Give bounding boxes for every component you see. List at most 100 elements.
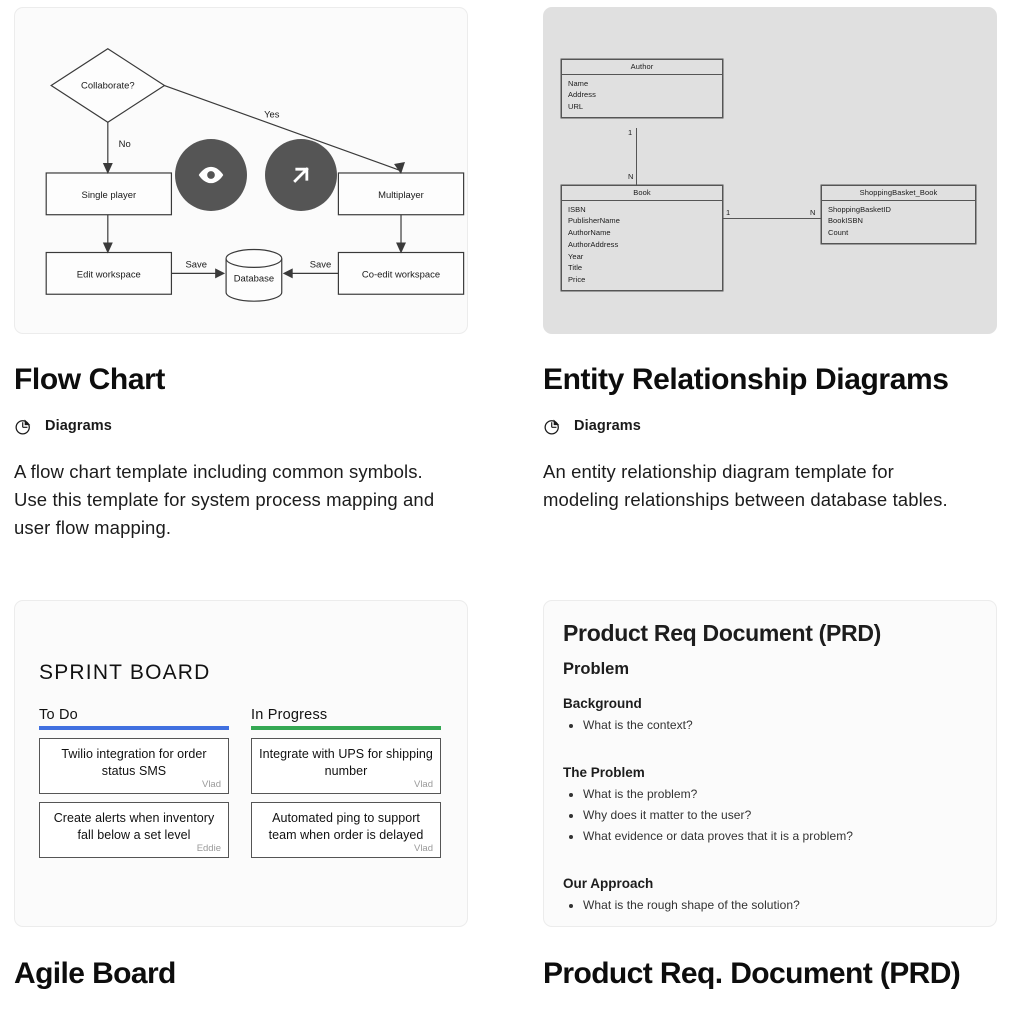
section-heading: Problem [563,660,630,679]
erd-diagram: Author Name Address URL Book ISBN Publis… [544,8,996,333]
card-description: An entity relationship diagram template … [543,460,948,510]
entity-book: Book ISBN PublisherName AuthorName Autho… [561,185,723,292]
svg-text:Database: Database [234,273,274,284]
erd-cardinality: N [810,208,816,217]
entity-field: Title [568,263,583,273]
list-item: Why does it matter to the user? [583,805,974,826]
sprint-task-card[interactable]: Integrate with UPS for shipping number V… [251,737,441,794]
task-text: Twilio integration for order status SMS [61,746,207,779]
sprint-column-inprogress: In Progress Integrate with UPS for shipp… [251,707,441,858]
sprint-board-title: SPRINT BOARD [39,660,211,684]
entity-field: URL [568,102,584,112]
svg-text:Yes: Yes [264,109,280,120]
column-name: In Progress [251,706,328,723]
gallery-row-2: SPRINT BOARD To Do Twilio integration fo… [14,599,997,991]
entity-name: Book [562,186,722,201]
sprint-task-card[interactable]: Create alerts when inventory fall below … [39,801,229,858]
card-tag[interactable]: Diagrams [543,417,997,436]
entity-field: ShoppingBasketID [828,204,891,214]
card-tag-label: Diagrams [574,418,641,434]
erd-connector-horizontal [723,218,821,219]
section-list: What is the rough shape of the solution? [583,895,974,916]
svg-text:Multiplayer: Multiplayer [378,190,424,201]
svg-text:Single player: Single player [82,190,137,201]
card-description: A flow chart template including common s… [14,460,435,538]
gallery-row-1: Collaborate? Single player Multiplayer E… [14,7,997,542]
template-card-agile-board[interactable]: SPRINT BOARD To Do Twilio integration fo… [14,599,468,991]
task-assignee: Vlad [413,842,433,854]
card-tag[interactable]: Diagrams [14,417,468,436]
entity-fields: ShoppingBasketID BookISBN Count [822,201,975,243]
prd-document: Product Req Document (PRD) Problem Backg… [544,601,996,926]
flow-chart-svg: Collaborate? Single player Multiplayer E… [45,48,465,302]
task-assignee: Eddie [196,842,221,854]
erd-preview[interactable]: Author Name Address URL Book ISBN Publis… [543,7,997,334]
svg-text:Collaborate?: Collaborate? [81,81,135,92]
entity-field: BookISBN [828,216,863,226]
column-accent-rule [39,725,229,730]
eye-icon [198,166,224,184]
card-title: Entity Relationship Diagrams [543,363,949,396]
entity-field: Price [568,275,586,285]
task-text: Integrate with UPS for shipping number [259,746,433,779]
entity-field: Count [828,228,849,238]
entity-author: Author Name Address URL [561,59,723,118]
column-name: To Do [39,706,78,723]
card-title: Product Req. Document (PRD) [543,956,961,990]
sprint-task-card[interactable]: Twilio integration for order status SMS … [39,737,229,794]
svg-text:No: No [119,139,131,150]
template-card-prd[interactable]: Product Req Document (PRD) Problem Backg… [543,599,997,991]
card-title: Flow Chart [14,363,165,396]
preview-eye-button[interactable] [175,139,247,211]
document-title: Product Req Document (PRD) [563,619,882,646]
erd-cardinality: 1 [628,128,633,137]
task-text: Automated ping to support team when orde… [268,810,424,843]
entity-field: Address [568,90,596,100]
spacer [563,736,974,748]
card-title: Agile Board [14,956,176,990]
erd-cardinality: N [628,172,634,181]
arrow-up-right-icon [293,167,309,183]
pie-chart-icon [15,419,31,434]
agile-board-preview[interactable]: SPRINT BOARD To Do Twilio integration fo… [14,599,468,927]
entity-fields: Name Address URL [562,75,722,117]
task-assignee: Vlad [201,778,221,790]
list-item: What evidence or data proves that it is … [583,826,974,847]
svg-text:Edit workspace: Edit workspace [77,269,141,280]
task-text: Create alerts when inventory fall below … [53,810,215,843]
list-item: What is the context? [583,715,974,736]
entity-fields: ISBN PublisherName AuthorName AuthorAddr… [562,201,722,291]
prd-preview[interactable]: Product Req Document (PRD) Problem Backg… [543,599,997,927]
entity-field: PublisherName [568,216,620,226]
section-heading: The Problem [563,765,645,781]
sprint-task-card[interactable]: Automated ping to support team when orde… [251,801,441,858]
card-tag-label: Diagrams [45,418,112,434]
section-list: What is the problem? Why does it matter … [583,784,974,847]
entity-field: Year [568,251,584,261]
sprint-columns: To Do Twilio integration for order statu… [39,707,441,858]
entity-field: AuthorAddress [568,239,619,249]
entity-field: AuthorName [568,228,611,238]
flow-chart-preview[interactable]: Collaborate? Single player Multiplayer E… [14,7,468,334]
svg-text:Save: Save [186,259,208,270]
svg-text:Save: Save [310,259,332,270]
pie-chart-icon [544,419,560,434]
template-card-erd[interactable]: Author Name Address URL Book ISBN Publis… [543,7,997,542]
svg-text:Co-edit workspace: Co-edit workspace [362,269,440,280]
entity-field: ISBN [568,204,586,214]
entity-name: ShoppingBasket_Book [822,186,975,201]
entity-name: Author [562,60,722,75]
erd-cardinality: 1 [726,208,731,217]
sprint-column-todo: To Do Twilio integration for order statu… [39,707,229,858]
template-card-flow-chart[interactable]: Collaborate? Single player Multiplayer E… [14,7,468,542]
erd-connector-vertical [636,128,637,185]
entity-shoppingbasket-book: ShoppingBasket_Book ShoppingBasketID Boo… [821,185,976,244]
list-item: What is the rough shape of the solution? [583,895,974,916]
sprint-board: SPRINT BOARD To Do Twilio integration fo… [15,601,467,926]
section-list: What is the context? [583,715,974,736]
section-heading: Our Approach [563,876,654,892]
open-template-button[interactable] [265,139,337,211]
spacer [563,847,974,859]
section-heading: Background [563,696,642,712]
